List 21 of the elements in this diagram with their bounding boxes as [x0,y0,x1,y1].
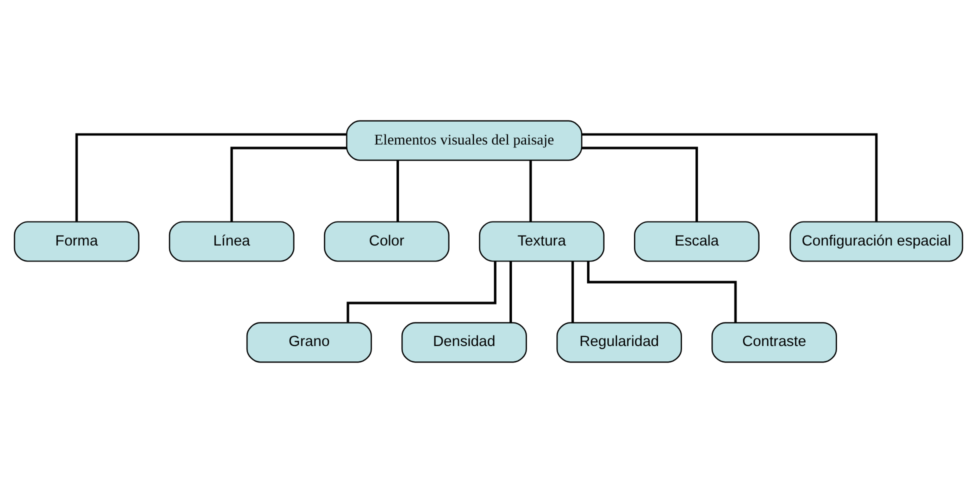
node-box: Contraste [712,322,837,362]
node-box: Forma [14,220,140,262]
node-box: Regularidad [556,322,682,362]
node-box: Configuración espacial [790,220,964,262]
node-box: Densidad [401,322,527,362]
connector [582,132,878,221]
node-box: Elementos visuales del paisaje [346,120,582,160]
connector [587,260,737,322]
connector [571,260,574,322]
node-box: Color [324,220,450,262]
node-box: Textura [478,220,604,262]
connector [346,260,496,322]
node-box: Escala [634,220,760,262]
connector [510,260,512,322]
connector [230,146,347,222]
connector [75,132,346,221]
node-box: Grano [246,322,372,362]
connector [529,160,532,222]
connector [582,146,698,222]
node-box: Línea [168,220,294,262]
connector [396,160,399,222]
